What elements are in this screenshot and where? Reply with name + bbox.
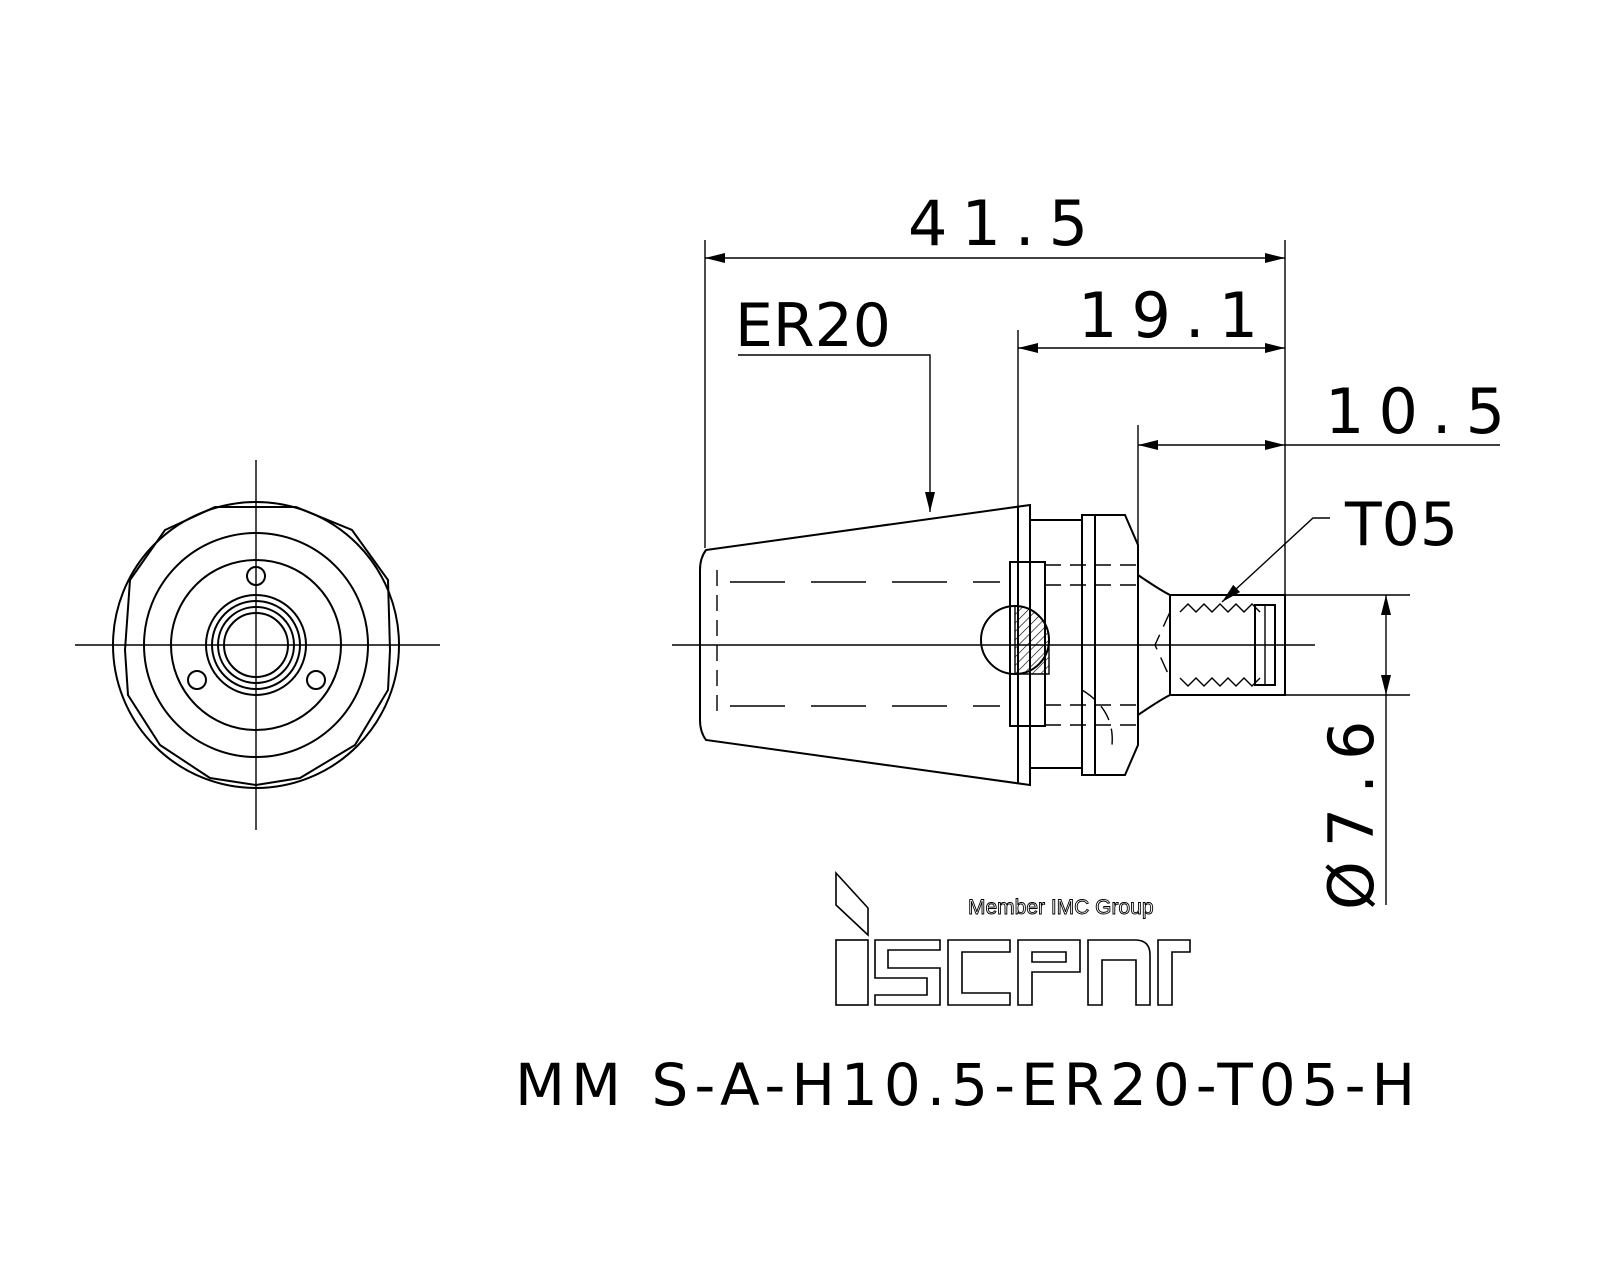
label-thread: T05 bbox=[1344, 490, 1458, 560]
nut-flats-outline bbox=[123, 506, 392, 787]
thread-bottom bbox=[1179, 677, 1261, 687]
dimensions: 41.5 19.1 10.5 Ø7.6 bbox=[704, 187, 1519, 910]
leader-thread bbox=[1221, 517, 1330, 603]
bore-ring bbox=[211, 600, 301, 690]
bore-ring-outer bbox=[205, 594, 307, 696]
dim-nut-length: 19.1 bbox=[1078, 279, 1272, 352]
leaders: ER20 T05 bbox=[735, 291, 1458, 603]
shank-hidden-tip bbox=[1154, 611, 1171, 679]
end-view bbox=[75, 460, 440, 830]
flange-hidden-arc bbox=[1081, 689, 1113, 746]
iscar-logo: Member IMC Group bbox=[835, 870, 1191, 1006]
flange-ring bbox=[170, 559, 342, 731]
dim-overall-length: 41.5 bbox=[908, 187, 1102, 260]
cross-hole-section bbox=[1014, 605, 1050, 675]
iscar-wordmark-icon bbox=[835, 870, 1191, 1006]
dim-diameter: Ø7.6 bbox=[1315, 707, 1388, 910]
label-collet: ER20 bbox=[735, 291, 891, 361]
thread-top bbox=[1179, 603, 1261, 613]
part-number: MM S-A-H10.5-ER20-T05-H bbox=[515, 1051, 1421, 1119]
pin-hole-left-icon bbox=[187, 670, 207, 690]
logo-tagline: Member IMC Group bbox=[968, 896, 1154, 919]
flange bbox=[1081, 514, 1139, 776]
side-view bbox=[672, 503, 1315, 787]
dim-shank-length: 10.5 bbox=[1325, 375, 1519, 448]
nut-ring bbox=[143, 532, 369, 758]
tapered-body bbox=[699, 503, 1031, 787]
pin-hole-top-icon bbox=[246, 566, 266, 586]
bore-circle bbox=[223, 612, 289, 678]
pin-hole-right-icon bbox=[306, 670, 326, 690]
leader-collet bbox=[738, 354, 935, 512]
outer-circle bbox=[112, 501, 400, 789]
bore-ring-inner bbox=[217, 606, 295, 684]
